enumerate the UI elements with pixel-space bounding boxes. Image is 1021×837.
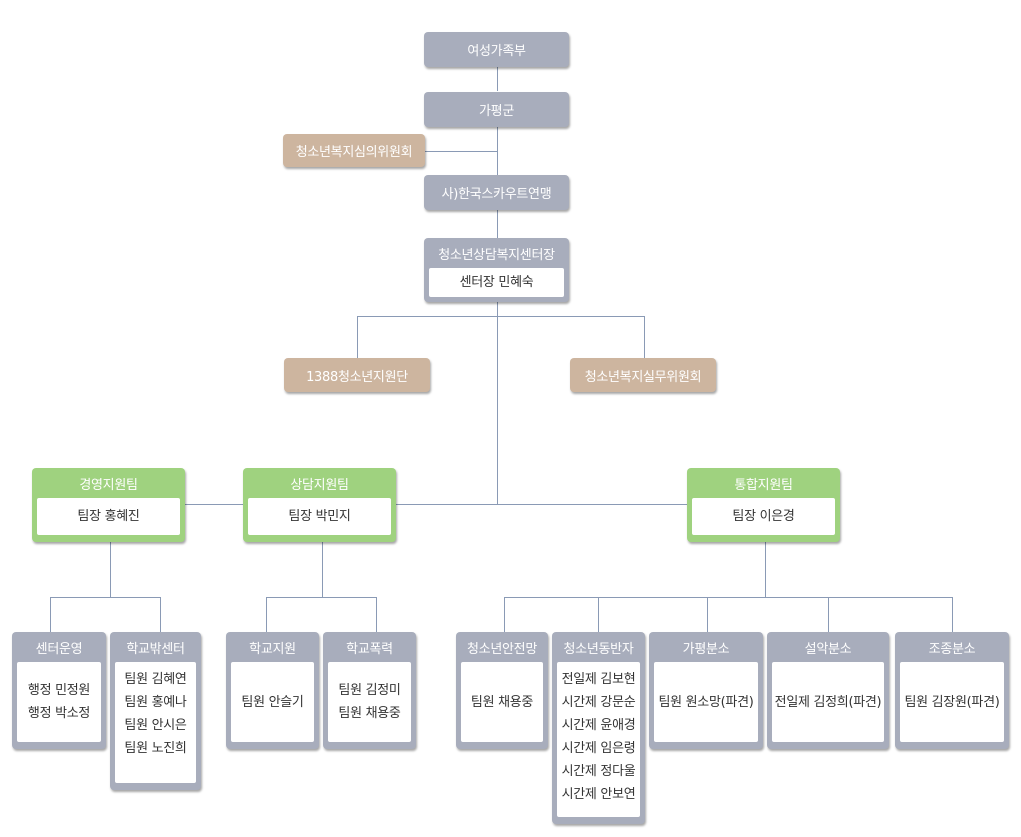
unit-members: 팀원 원소망(파견) (654, 662, 758, 742)
member: 시간제 안보연 (561, 787, 636, 802)
connector (266, 597, 267, 632)
connector (376, 597, 377, 632)
connector (322, 542, 323, 597)
unit-gapyeong: 가평분소 팀원 원소망(파견) (649, 632, 763, 749)
connector (50, 597, 51, 632)
team-integrated: 통합지원팀 팀장 이은경 (687, 468, 840, 542)
member: 시간제 임은령 (561, 741, 636, 756)
member: 팀원 홍예나 (124, 695, 187, 710)
connector (765, 542, 766, 597)
unit-title: 학교지원 (249, 641, 296, 657)
connector (644, 316, 645, 358)
team-leader-text: 팀장 이은경 (732, 509, 795, 524)
connector (497, 127, 498, 175)
member: 팀원 김혜연 (124, 672, 187, 687)
unit-safety-net: 청소년안전망 팀원 채용중 (456, 632, 548, 749)
ministry-node: 여성가족부 (424, 32, 569, 67)
connector (185, 504, 687, 505)
connector (160, 597, 161, 632)
federation-node: 사)한국스카우트연맹 (424, 175, 569, 210)
connector (425, 151, 497, 152)
member: 시간제 강문순 (561, 695, 636, 710)
unit-members: 팀원 채용중 (461, 662, 543, 742)
member: 팀원 안시은 (124, 718, 187, 733)
connector (497, 210, 498, 238)
center-director-node: 청소년상담복지센터장 센터장 민혜숙 (424, 238, 569, 302)
unit-title: 청소년동반자 (563, 641, 634, 657)
connector (828, 597, 829, 632)
team-management-title: 경영지원팀 (79, 477, 138, 493)
unit-title: 설악분소 (804, 641, 852, 657)
unit-seorak: 설악분소 전일제 김정희(파견) (767, 632, 889, 749)
member: 팀원 김정미 (338, 683, 401, 698)
member: 행정 박소정 (27, 706, 91, 721)
unit-members: 팀원 김정미 팀원 채용중 (328, 662, 411, 742)
team-integrated-title: 통합지원팀 (734, 477, 793, 493)
practice-committee-node: 청소년복지실무위원회 (570, 358, 716, 392)
committee-node: 청소년복지심의위원회 (283, 134, 425, 167)
unit-title: 학교폭력 (346, 641, 393, 657)
support-group-node: 1388청소년지원단 (284, 358, 430, 392)
connector (504, 597, 953, 598)
member: 시간제 정다울 (561, 764, 636, 779)
team-management: 경영지원팀 팀장 홍혜진 (32, 468, 185, 542)
member: 팀원 채용중 (470, 694, 534, 710)
connector (707, 597, 708, 632)
unit-school-support: 학교지원 팀원 안슬기 (226, 632, 319, 749)
unit-title: 가평분소 (682, 641, 730, 657)
unit-school-out: 학교밖센터 팀원 김혜연 팀원 홍예나 팀원 안시은 팀원 노진희 (110, 632, 201, 790)
team-management-leader: 팀장 홍혜진 (37, 498, 180, 535)
connector (357, 316, 358, 358)
team-integrated-leader: 팀장 이은경 (692, 498, 835, 535)
member: 팀원 원소망(파견) (658, 694, 754, 710)
connector (110, 542, 111, 597)
member: 팀원 노진희 (124, 741, 187, 756)
member: 전일제 김보현 (561, 672, 636, 687)
connector (497, 67, 498, 91)
unit-jojong: 조종분소 팀원 김장원(파견) (895, 632, 1009, 749)
connector (50, 597, 161, 598)
unit-title: 조종분소 (928, 641, 976, 657)
member: 시간제 윤애경 (561, 718, 636, 733)
connector (497, 302, 498, 505)
center-director-title: 청소년상담복지센터장 (438, 247, 555, 263)
county-node: 가평군 (424, 92, 569, 127)
connector (357, 316, 644, 317)
unit-members: 팀원 김장원(파견) (900, 662, 1004, 742)
unit-members: 전일제 김보현 시간제 강문순 시간제 윤애경 시간제 임은령 시간제 정다울 … (557, 662, 640, 817)
unit-title: 학교밖센터 (126, 641, 185, 657)
unit-members: 팀원 안슬기 (231, 662, 314, 742)
member: 전일제 김정희(파견) (774, 694, 882, 710)
connector (504, 597, 505, 632)
connector (598, 597, 599, 632)
member: 팀원 김장원(파견) (904, 694, 1000, 710)
team-leader-text: 팀장 박민지 (288, 509, 351, 524)
team-leader-text: 팀장 홍혜진 (77, 509, 140, 524)
member: 행정 민정원 (27, 683, 91, 698)
unit-companion: 청소년동반자 전일제 김보현 시간제 강문순 시간제 윤애경 시간제 임은령 시… (552, 632, 645, 824)
connector (952, 597, 953, 632)
unit-members: 팀원 김혜연 팀원 홍예나 팀원 안시은 팀원 노진희 (115, 662, 196, 783)
unit-members: 전일제 김정희(파견) (772, 662, 884, 742)
unit-title: 청소년안전망 (467, 641, 537, 657)
unit-school-violence: 학교폭력 팀원 김정미 팀원 채용중 (323, 632, 416, 749)
unit-center-ops: 센터운영 행정 민정원 행정 박소정 (12, 632, 106, 749)
center-director-name-text: 센터장 민혜숙 (459, 275, 534, 290)
member: 팀원 안슬기 (241, 694, 304, 710)
unit-members: 행정 민정원 행정 박소정 (17, 662, 101, 742)
team-counseling-title: 상담지원팀 (290, 477, 349, 493)
team-counseling-leader: 팀장 박민지 (248, 498, 391, 535)
member: 팀원 채용중 (338, 706, 401, 721)
team-counseling: 상담지원팀 팀장 박민지 (243, 468, 396, 542)
unit-title: 센터운영 (35, 641, 83, 657)
connector (266, 597, 377, 598)
center-director-name: 센터장 민혜숙 (429, 268, 564, 297)
